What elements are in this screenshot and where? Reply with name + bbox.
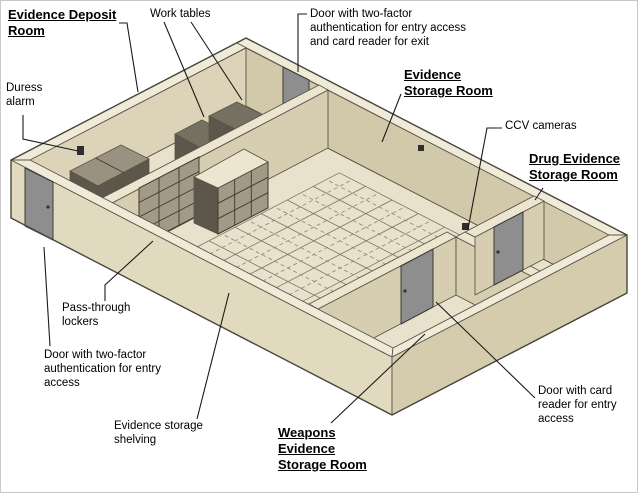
leader-door-entry [43, 246, 51, 347]
weapons-room-door [400, 248, 434, 325]
leader-ccv-cameras [467, 127, 502, 230]
ccv-camera-1 [462, 223, 469, 230]
label-drug-evidence-storage-room: Drug Evidence Storage Room [528, 151, 637, 183]
leader-door-card-reader [435, 301, 536, 399]
label-ccv-cameras: CCV cameras [504, 119, 590, 134]
ccv-camera-2 [418, 145, 424, 151]
leader-duress-alarm [22, 115, 79, 152]
label-door-two-factor-entry-exit: Door with two-factor authentication for … [309, 7, 487, 50]
label-evidence-deposit-room: Evidence Deposit Room [7, 7, 119, 39]
leader-lines [22, 13, 544, 424]
label-weapons-evidence-storage-room: Weapons Evidence Storage Room [277, 425, 383, 473]
label-evidence-storage-shelving: Evidence storage shelving [113, 419, 220, 448]
label-duress-alarm: Duress alarm [5, 81, 55, 110]
leader-door-entry-exit [297, 13, 307, 72]
tall-shelving-unit [193, 148, 269, 235]
label-work-tables: Work tables [149, 7, 231, 22]
leader-weapons-room [330, 333, 426, 424]
label-evidence-storage-room: Evidence Storage Room [403, 67, 505, 99]
label-door-two-factor-entry: Door with two-factor authentication for … [43, 348, 180, 391]
leader-work-tables [163, 21, 243, 118]
leader-shelving [196, 292, 230, 420]
drug-room-door [493, 211, 524, 286]
label-door-card-reader: Door with card reader for entry access [537, 384, 637, 427]
leader-evidence-storage-room [381, 93, 402, 143]
duress-alarm-device [77, 146, 84, 155]
building-outline [10, 37, 628, 416]
leader-pass-through-lockers [104, 240, 154, 301]
leader-drug-room [534, 187, 544, 201]
label-pass-through-lockers: Pass-through lockers [61, 301, 153, 330]
